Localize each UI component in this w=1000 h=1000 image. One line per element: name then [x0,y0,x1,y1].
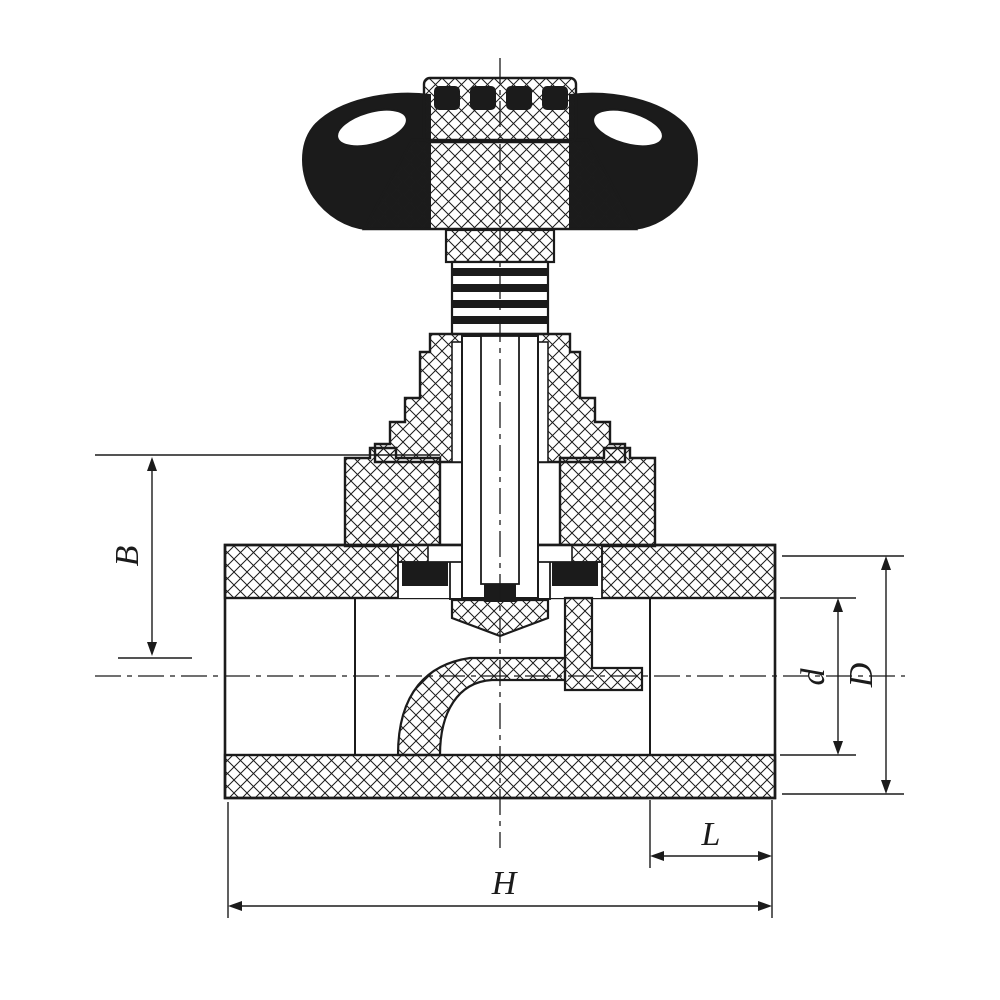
arrowhead [833,741,843,755]
body-neck-thread-left [397,544,429,563]
dimension-d: d [780,597,856,756]
arrowhead [833,598,843,612]
handwheel-knurl [542,86,568,110]
dimension-H: H [227,802,772,918]
handwheel-knurl [506,86,532,110]
seal-gasket-left [402,562,448,586]
dim-label-h: H [491,865,519,902]
dimension-B: B [95,454,440,659]
dimension-L: L [649,800,773,918]
dim-label-d-inner: d [795,668,832,686]
handwheel-pocket-right [592,108,664,148]
arrowhead [881,780,891,794]
seal-gasket-right [552,562,598,586]
dimension-D: D [782,555,904,795]
handwheel-pocket-left [336,108,408,148]
dim-label-b: B [109,545,146,566]
stem-thread-band [452,268,548,276]
handwheel-knurl [434,86,460,110]
arrowhead [147,457,157,471]
arrowhead [650,851,664,861]
arrowhead [147,642,157,656]
arrowhead [758,901,772,911]
flow-partition-hook [563,596,644,692]
body-neck-thread-right [571,544,603,563]
union-nut-left [343,446,442,548]
dim-label-d-outer: D [843,662,880,688]
arrowhead [881,556,891,570]
arrowhead [758,851,772,861]
arrowhead [228,901,242,911]
centerlines [95,58,905,848]
stem-thread-band [452,300,548,308]
union-nut [343,446,657,548]
union-nut-right [558,446,657,548]
handwheel-knurl [470,86,496,110]
dim-label-l: L [701,816,721,853]
handwheel [302,76,698,231]
